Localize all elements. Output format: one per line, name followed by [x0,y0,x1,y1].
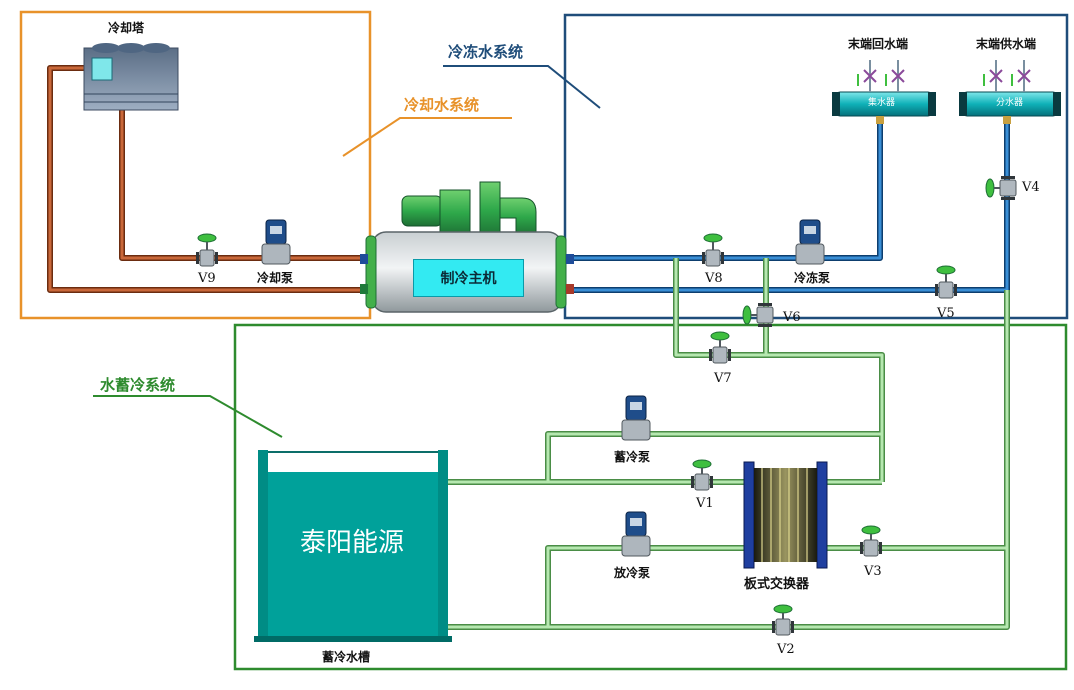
cooling-water-frame [19,10,372,320]
valve-v8 [702,233,724,267]
valve-v5-label: V5 [937,306,955,321]
chilled-pump [795,219,825,265]
cooling-pump-label: 冷却泵 [257,271,294,285]
cooling-pump [261,219,291,265]
valve-v9-label: V9 [198,271,216,286]
storage-tank [254,450,452,642]
valve-v4 [985,176,1017,200]
ice-storage-leader [93,395,283,438]
valve-v2 [772,604,794,636]
valve-v8-label: V8 [705,271,723,286]
return-end-label: 末端回水端 [848,37,909,51]
tank-brand-label: 泰阳能源 [300,528,405,558]
valve-v4-label: V4 [1022,180,1040,195]
distributor-label: 分水器 [996,98,1024,108]
valve-v2-label: V2 [777,642,795,657]
chilled-pump-label: 冷冻泵 [794,271,831,285]
storage-pump-label: 蓄冷泵 [614,450,651,464]
valve-v1-label: V1 [696,496,714,511]
discharge-pump-label: 放冷泵 [614,566,651,580]
plate-exchanger [743,461,828,569]
valve-v3-label: V3 [864,564,882,579]
ice-storage-system-title: 水蓄冷系统 [100,376,176,394]
collector-header [832,91,936,124]
cooling-water-system-title: 冷却水系统 [404,96,480,114]
supply-end-label: 末端供水端 [976,37,1037,51]
cooling-tower-label: 冷却塔 [108,21,145,35]
storage-tank-label: 蓄冷水槽 [322,650,371,664]
end-valves [857,60,1031,92]
valve-v9 [196,233,218,267]
collector-label: 集水器 [868,98,896,108]
valve-v7 [709,331,731,364]
storage-pipes [446,258,1010,630]
discharge-pump [621,511,651,557]
chilled-pipes [572,122,1010,293]
chilled-water-system-title: 冷冻水系统 [448,43,524,61]
ice-storage-frame [233,323,1068,671]
cooling-tower [83,43,179,111]
valve-v1 [691,459,713,491]
valve-v6-label: V6 [783,310,801,325]
plate-exchanger-label: 板式交换器 [744,577,810,592]
storage-pump [621,395,651,441]
distributor-header [959,91,1061,124]
valve-v7-label: V7 [714,371,732,386]
chilled-water-frame [563,13,1069,320]
valve-v6 [742,303,774,327]
chilled-water-leader [443,65,601,109]
valve-v5 [935,265,957,299]
chiller-label: 制冷主机 [413,259,524,297]
cooling-water-leader [342,117,512,157]
valve-v3 [860,525,882,557]
